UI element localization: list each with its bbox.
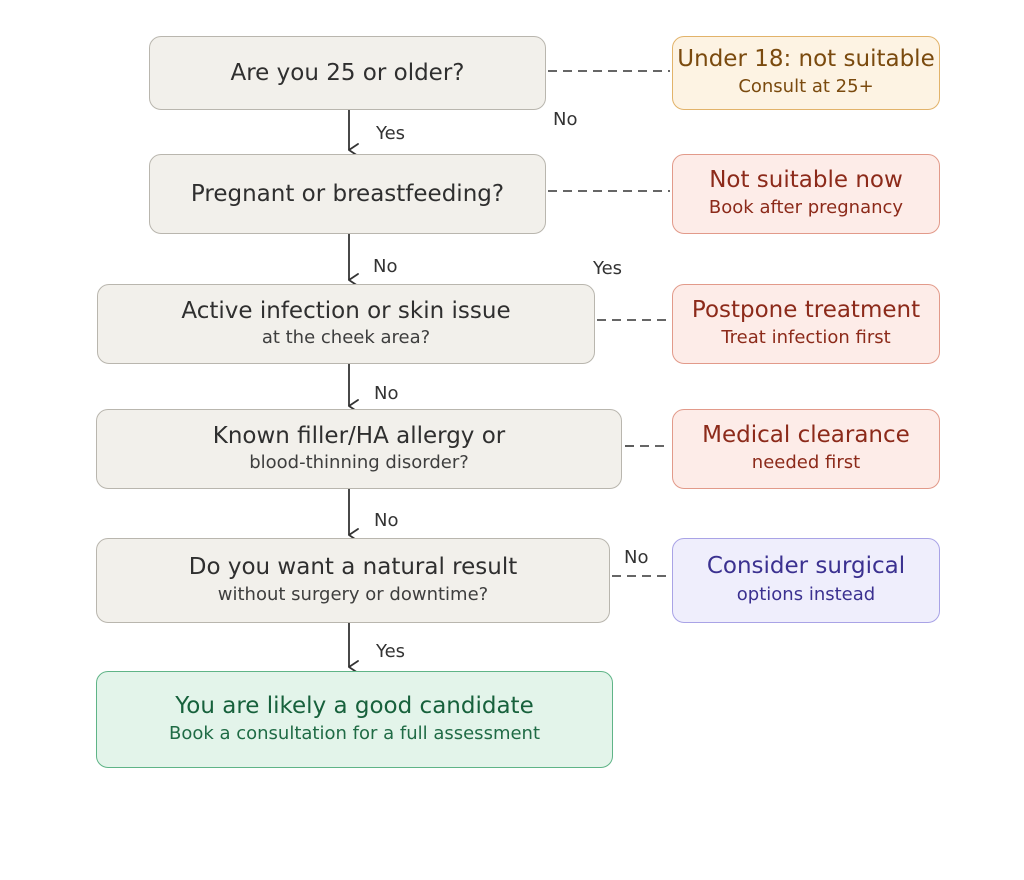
question-age: Are you 25 or older? [149, 36, 546, 110]
question-infection-subtitle: at the cheek area? [261, 327, 431, 349]
final-title: You are likely a good candidate [175, 692, 534, 719]
outcome-medical-clearance-subtitle: needed first [751, 452, 861, 474]
outcome-consider-surgical-title: Consider surgical [706, 553, 906, 580]
question-pregnancy-title: Pregnant or breastfeeding? [190, 180, 505, 207]
outcome-under-age: Under 18: not suitable Consult at 25+ [672, 36, 940, 110]
outcome-not-suitable-now: Not suitable now Book after pregnancy [672, 154, 940, 234]
question-natural-result-title: Do you want a natural result [188, 554, 518, 581]
flow-label-down-4: No [374, 510, 399, 531]
question-natural-result: Do you want a natural result without sur… [96, 538, 610, 623]
outcome-consider-surgical: Consider surgical options instead [672, 538, 940, 623]
flow-label-down-2: No [373, 256, 398, 277]
outcome-postpone-subtitle: Treat infection first [721, 327, 891, 349]
question-infection: Active infection or skin issue at the ch… [97, 284, 595, 364]
flow-label-down-5: Yes [376, 641, 406, 662]
question-infection-title: Active infection or skin issue [181, 297, 511, 324]
question-pregnancy: Pregnant or breastfeeding? [149, 154, 546, 234]
outcome-postpone: Postpone treatment Treat infection first [672, 284, 940, 364]
flow-label-side-1: No [553, 109, 578, 130]
flow-label-side-3: No [624, 547, 649, 568]
outcome-under-age-subtitle: Consult at 25+ [738, 76, 874, 98]
question-allergy-subtitle: blood-thinning disorder? [249, 452, 469, 474]
question-natural-result-subtitle: without surgery or downtime? [217, 583, 489, 605]
flow-label-down-3: No [374, 383, 399, 404]
outcome-medical-clearance-title: Medical clearance [702, 421, 910, 448]
outcome-under-age-title: Under 18: not suitable [677, 45, 935, 72]
outcome-medical-clearance: Medical clearance needed first [672, 409, 940, 489]
outcome-not-suitable-now-title: Not suitable now [709, 166, 903, 193]
flow-label-down-1: Yes [376, 123, 406, 144]
flow-label-side-2: Yes [593, 258, 623, 279]
final-subtitle: Book a consultation for a full assessmen… [168, 723, 541, 745]
final-good-candidate: You are likely a good candidate Book a c… [96, 671, 613, 768]
outcome-consider-surgical-subtitle: options instead [736, 583, 876, 605]
question-allergy-title: Known filler/HA allergy or [212, 422, 506, 449]
outcome-not-suitable-now-subtitle: Book after pregnancy [708, 197, 904, 219]
question-age-title: Are you 25 or older? [230, 59, 465, 86]
outcome-postpone-title: Postpone treatment [691, 296, 921, 323]
question-allergy: Known filler/HA allergy or blood-thinnin… [96, 409, 622, 489]
